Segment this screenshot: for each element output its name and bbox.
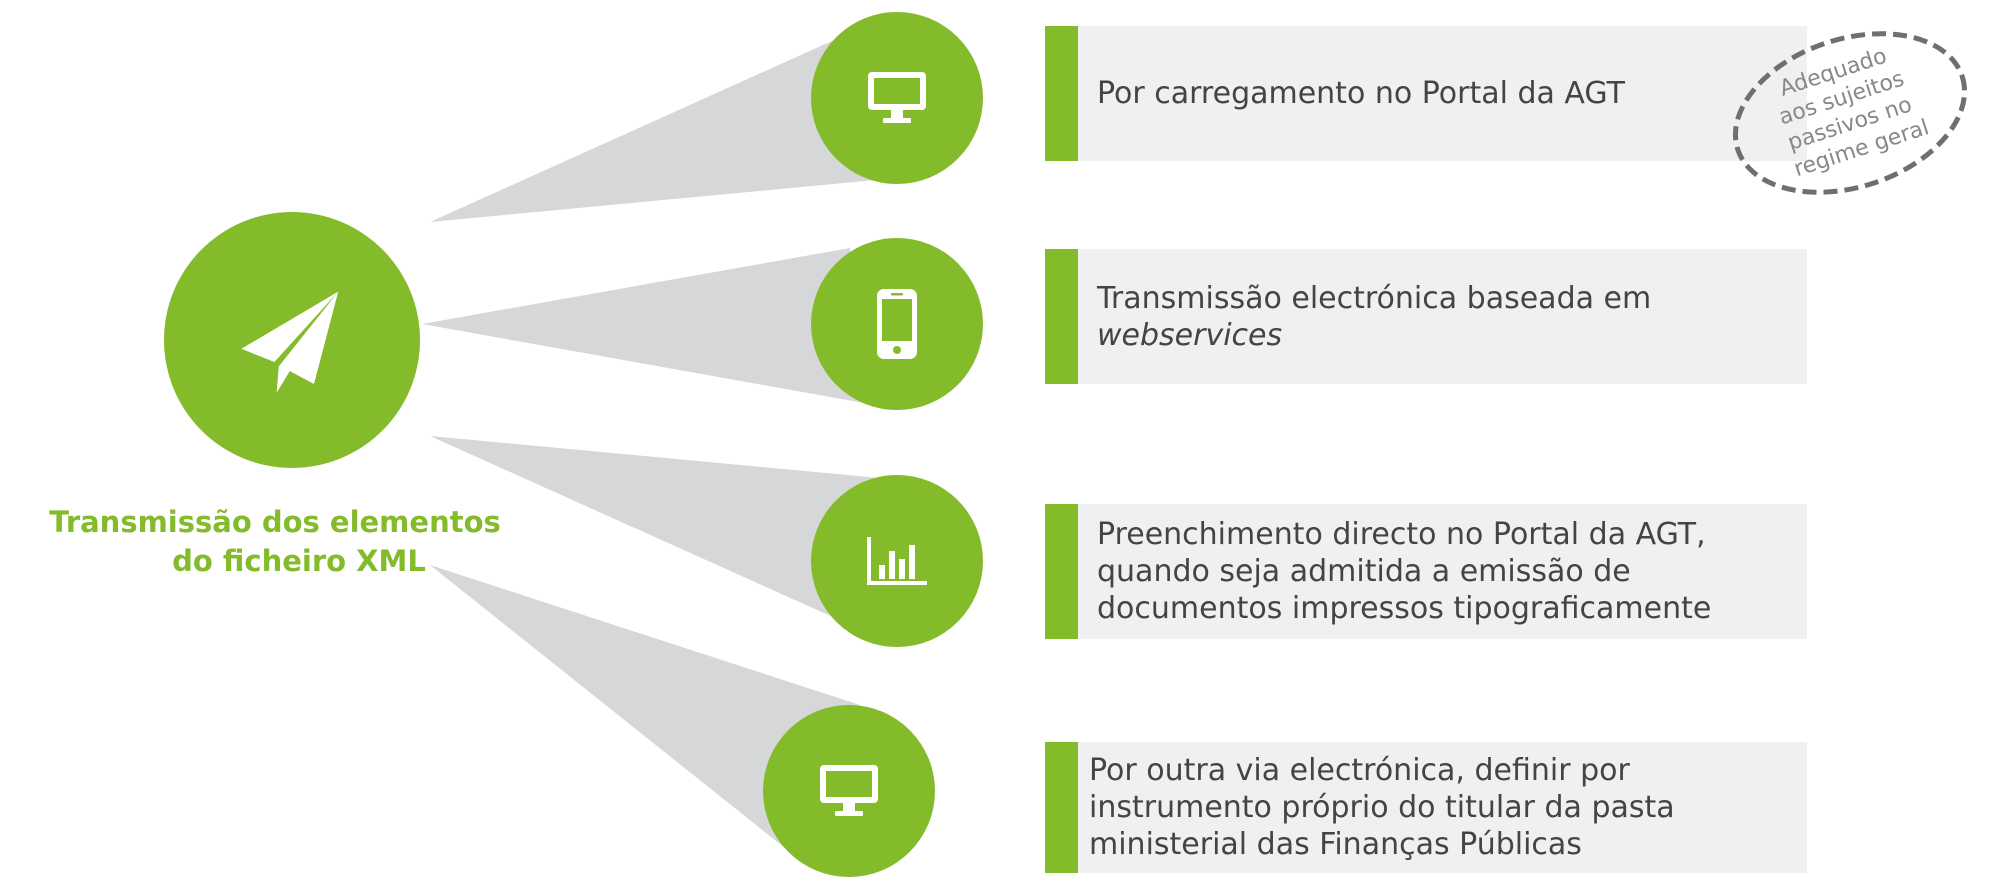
paper-plane-icon [241,291,339,393]
beam-2 [422,248,875,405]
smartphone-icon [877,289,917,359]
regime-badge: Adequado aos sujeitos passivos no regime… [1732,31,1968,195]
card-text-line: documentos impressos tipograficamente [1097,591,1712,626]
item-card-1: Por carregamento no Portal da AGT [1045,26,1807,161]
card-text-line: Por outra via electrónica, definir por [1089,753,1630,788]
item-card-3: Preenchimento directo no Portal da AGT, … [1045,504,1807,639]
item-card-4: Por outra via electrónica, definir por i… [1045,742,1807,873]
hub-circle [164,212,420,468]
hub-label-line2: do ficheiro XML [172,544,426,578]
monitor-icon [868,72,926,123]
card-text: Por carregamento no Portal da AGT [1097,75,1625,112]
badge-dashed-outline [1732,31,1968,195]
card-text: Transmissão electrónica baseada em webse… [1097,280,1651,354]
beam-1 [430,36,897,222]
beam-3 [430,436,880,636]
card-accent-bar [1045,249,1078,384]
item-circle-2 [811,238,983,410]
card-text-line: webservices [1097,317,1651,354]
card-text: Por outra via electrónica, definir por i… [1089,752,1675,863]
card-text-italic: webservices [1097,317,1283,353]
hub-label: Transmissão dos elementos do ficheiro XM… [10,503,540,581]
monitor-icon [820,765,878,816]
hub-label-line1: Transmissão dos elementos [49,505,501,539]
card-text-line: quando seja admitida a emissão de [1097,554,1631,589]
card-text-line: instrumento próprio do titular da pasta [1089,790,1675,825]
card-accent-bar [1045,26,1078,161]
card-text-line: Preenchimento directo no Portal da AGT, [1097,517,1706,552]
bar-chart-icon [867,537,927,585]
card-accent-bar [1045,504,1078,639]
card-text: Preenchimento directo no Portal da AGT, … [1097,516,1711,627]
card-text-line: Por carregamento no Portal da AGT [1097,76,1625,111]
item-circle-1 [811,12,983,184]
beam-4 [430,565,860,864]
item-card-2: Transmissão electrónica baseada em webse… [1045,249,1807,384]
item-circle-4 [763,705,935,877]
badge-text: Adequado aos sujeitos passivos no regime… [1766,38,1932,182]
item-circle-3 [811,475,983,647]
card-accent-bar [1045,742,1078,873]
card-text-line: ministerial das Finanças Públicas [1089,827,1582,862]
card-text-line: Transmissão electrónica baseada em [1097,280,1652,316]
